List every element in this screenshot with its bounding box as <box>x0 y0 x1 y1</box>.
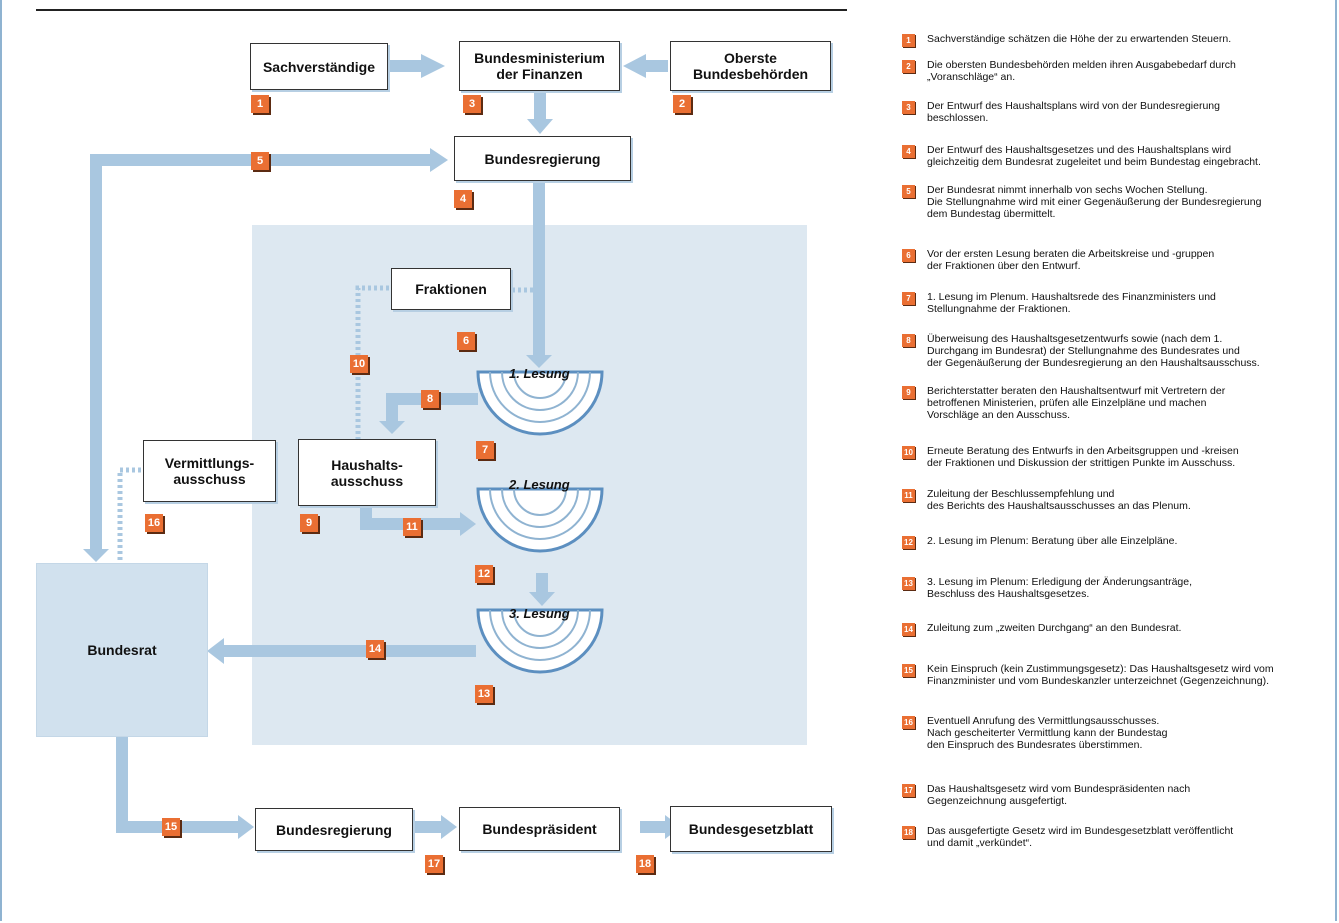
arrowhead-15 <box>238 815 254 839</box>
arrowhead-lesung2-lesung3 <box>529 592 555 606</box>
box-vermittlungsausschuss: Vermittlungs- ausschuss <box>143 440 276 502</box>
step-badge-3: 3 <box>463 95 481 113</box>
arrowhead-14 <box>207 638 224 664</box>
step-badge-8: 8 <box>421 390 439 408</box>
top-rule <box>36 9 847 11</box>
step-badge-10: 10 <box>350 355 368 373</box>
step-badge-13: 13 <box>475 685 493 703</box>
lesung-3-label: 3. Lesung <box>509 606 570 621</box>
step-badge-2: 2 <box>673 95 691 113</box>
box-oberste-bundesbehoerden: Oberste Bundesbehörden <box>670 41 831 91</box>
step-badge-15: 15 <box>162 818 180 836</box>
arrow-oberste-bmf <box>646 60 668 72</box>
lesung-1-label: 1. Lesung <box>509 366 570 381</box>
arrow-14 <box>224 645 476 657</box>
step-badge-6: 6 <box>457 332 475 350</box>
step-badge-4: 4 <box>454 190 472 208</box>
dashed-16 <box>117 467 142 560</box>
box-bundesregierung-top: Bundesregierung <box>454 136 631 181</box>
step-badge-9: 9 <box>300 514 318 532</box>
arrow-8-vertical <box>386 393 398 421</box>
arrow-18 <box>640 821 665 833</box>
dashed-10 <box>355 285 392 440</box>
plenum-2-seats <box>489 488 591 540</box>
arrowhead-5-down <box>83 549 109 562</box>
arrowhead-sachv-bmf <box>421 54 445 78</box>
arrow-bmf-breg <box>534 92 546 119</box>
arrow-sachv-bmf <box>389 60 421 72</box>
plenum-group <box>476 370 604 674</box>
step-badge-11: 11 <box>403 518 421 536</box>
arrow-lesung2-lesung3 <box>536 573 548 593</box>
arrow-5-vertical <box>90 154 102 549</box>
step-badge-12: 12 <box>475 565 493 583</box>
box-sachverstaendige: Sachverständige <box>250 43 388 90</box>
box-bundespraesident: Bundespräsident <box>459 807 620 851</box>
step-badge-7: 7 <box>476 441 494 459</box>
step-badge-5: 5 <box>251 152 269 170</box>
step-badge-17: 17 <box>425 855 443 873</box>
step-badge-18: 18 <box>636 855 654 873</box>
arrowhead-breg-lesung1 <box>526 355 552 368</box>
plenum-1-seats <box>489 371 591 423</box>
box-haushaltsausschuss: Haushalts- ausschuss <box>298 439 436 506</box>
step-badge-16: 16 <box>145 514 163 532</box>
arrowhead-oberste-bmf <box>623 54 646 78</box>
arrow-breg-lesung1 <box>533 180 545 355</box>
box-bundesgesetzblatt: Bundesgesetzblatt <box>670 806 832 852</box>
arrowhead-8 <box>379 421 405 434</box>
step-badge-14: 14 <box>366 640 384 658</box>
plenum-3-seats <box>489 609 591 661</box>
plenum-1 <box>476 370 604 436</box>
plenum-3 <box>476 608 604 674</box>
arrowhead-17 <box>441 815 457 839</box>
arrowhead-5 <box>430 148 448 172</box>
plenum-2 <box>476 487 604 553</box>
arrow-15-vertical <box>116 737 128 833</box>
box-fraktionen: Fraktionen <box>391 268 511 310</box>
lesung-2-label: 2. Lesung <box>509 477 570 492</box>
box-bundesministerium-finanzen: Bundesministerium der Finanzen <box>459 41 620 91</box>
step-badge-1: 1 <box>251 95 269 113</box>
box-bundesrat: Bundesrat <box>36 563 208 737</box>
arrowhead-bmf-breg <box>527 119 553 134</box>
arrow-17 <box>415 821 441 833</box>
box-bundesregierung-bottom: Bundesregierung <box>255 808 413 851</box>
arrowhead-11 <box>460 512 476 536</box>
